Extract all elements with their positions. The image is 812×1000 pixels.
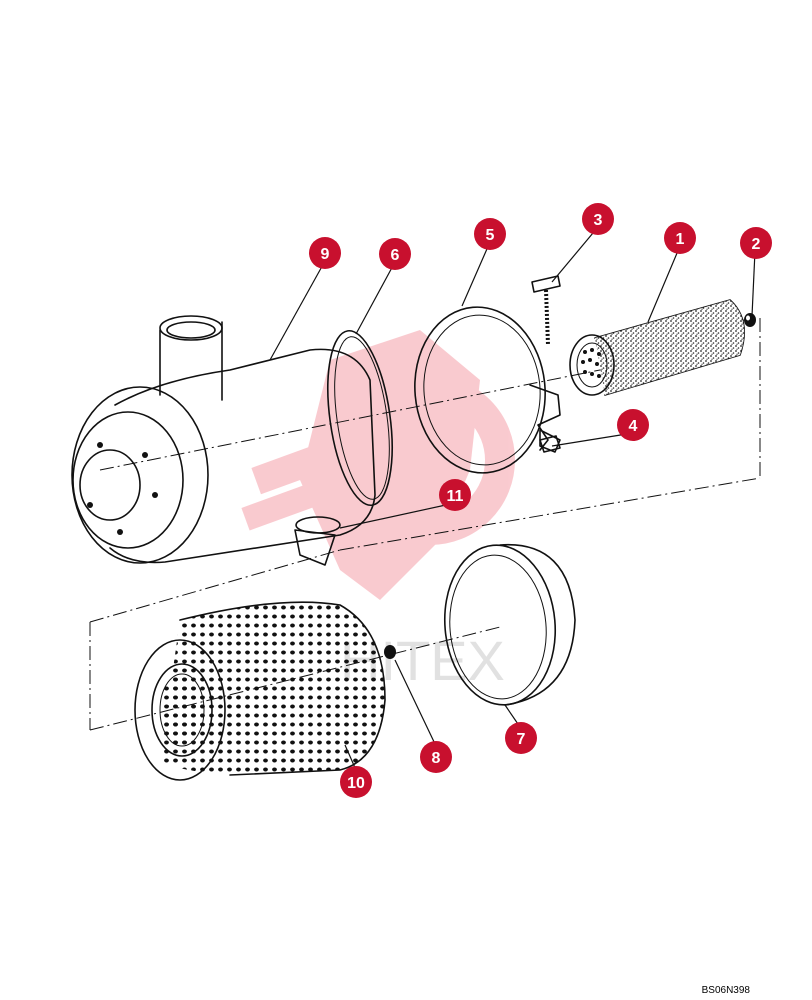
- wing-nut: [744, 313, 756, 327]
- callout-10: 10: [340, 766, 372, 798]
- callout-7: 7: [505, 722, 537, 754]
- air-cleaner-housing: [71, 315, 376, 566]
- callout-label: 4: [629, 418, 638, 435]
- t-bolt: [531, 275, 561, 346]
- callout-1: 1: [664, 222, 696, 254]
- watermark-logo: [241, 330, 515, 600]
- figure-code: BS06N398: [701, 985, 750, 996]
- clamp-nut: [539, 435, 561, 453]
- callout-bubble: [379, 238, 411, 270]
- callout-8: 8: [420, 741, 452, 773]
- dust-cover: [443, 543, 576, 706]
- primary-filter-element: [134, 601, 386, 781]
- callout-label: 10: [347, 775, 365, 792]
- callout-bubble: [439, 479, 471, 511]
- callout-3: 3: [582, 203, 614, 235]
- element-nut: [384, 645, 396, 659]
- gasket-ring: [327, 329, 393, 507]
- safety-filter-element: [569, 299, 746, 396]
- callout-9: 9: [309, 237, 341, 269]
- callout-2: 2: [740, 227, 772, 259]
- callout-bubble: [505, 722, 537, 754]
- callout-label: 5: [486, 227, 495, 244]
- callout-label: 9: [321, 246, 330, 263]
- callout-bubble: [420, 741, 452, 773]
- callout-label: 1: [676, 231, 685, 248]
- callout-label: 3: [594, 212, 603, 229]
- callout-label: 8: [432, 750, 441, 767]
- callout-label: 7: [517, 731, 526, 748]
- callout-label: 11: [447, 488, 464, 505]
- callout-bubble: [617, 409, 649, 441]
- callout-bubble: [474, 218, 506, 250]
- callout-bubble: [740, 227, 772, 259]
- callout-bubble: [340, 766, 372, 798]
- callout-11: 11: [439, 479, 471, 511]
- callout-label: 6: [391, 247, 400, 264]
- callout-bubble: [309, 237, 341, 269]
- callout-4: 4: [617, 409, 649, 441]
- callout-bubble: [582, 203, 614, 235]
- callout-bubble: [664, 222, 696, 254]
- callout-6: 6: [379, 238, 411, 270]
- callout-5: 5: [474, 218, 506, 250]
- callout-label: 2: [752, 236, 761, 253]
- leader-lines: [269, 226, 756, 771]
